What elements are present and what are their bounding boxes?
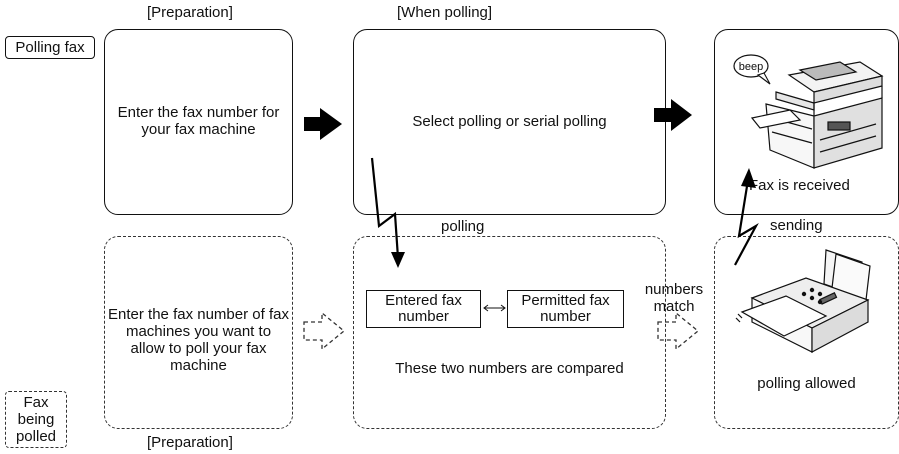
- preparation-header-bottom: [Preparation]: [147, 434, 233, 451]
- prep-polling-text: Enter the fax number for your fax machin…: [117, 104, 280, 138]
- dashed-arrow-right-icon: [657, 311, 700, 351]
- permitted-fax-number-box: Permitted fax number: [507, 290, 624, 328]
- compare-box: These two numbers are compared: [353, 236, 666, 429]
- beep-balloon-icon: [733, 54, 771, 85]
- arrow-right-icon: [304, 108, 342, 140]
- compare-text: These two numbers are compared: [395, 360, 624, 377]
- fax-received-text: Fax is received: [749, 177, 850, 194]
- numbers-match-label: numbers match: [644, 281, 704, 315]
- fax-machine-icon: [735, 249, 871, 354]
- sending-signal-icon: [734, 168, 759, 266]
- dashed-arrow-right-icon: [303, 311, 346, 351]
- arrow-right-icon: [654, 99, 692, 131]
- preparation-header-top: [Preparation]: [147, 4, 233, 21]
- polling-allowed-text: polling allowed: [757, 375, 856, 392]
- prep-polled-box: Enter the fax number of fax machines you…: [104, 236, 293, 429]
- polling-fax-tag: Polling fax: [5, 36, 95, 59]
- fax-being-polled-tag: Fax being polled: [5, 391, 67, 448]
- polling-label: polling: [441, 218, 485, 235]
- sending-label: sending: [770, 217, 823, 234]
- copier-fax-machine-icon: [750, 61, 884, 169]
- when-polling-header: [When polling]: [397, 4, 493, 21]
- beep-text: beep: [739, 61, 763, 73]
- select-polling-text: Select polling or serial polling: [412, 113, 607, 130]
- double-arrow-icon: [483, 304, 506, 312]
- polling-signal-icon: [370, 157, 405, 268]
- prep-polling-box: Enter the fax number for your fax machin…: [104, 29, 293, 215]
- prep-polled-text: Enter the fax number of fax machines you…: [108, 306, 289, 374]
- entered-fax-number-box: Entered fax number: [366, 290, 481, 328]
